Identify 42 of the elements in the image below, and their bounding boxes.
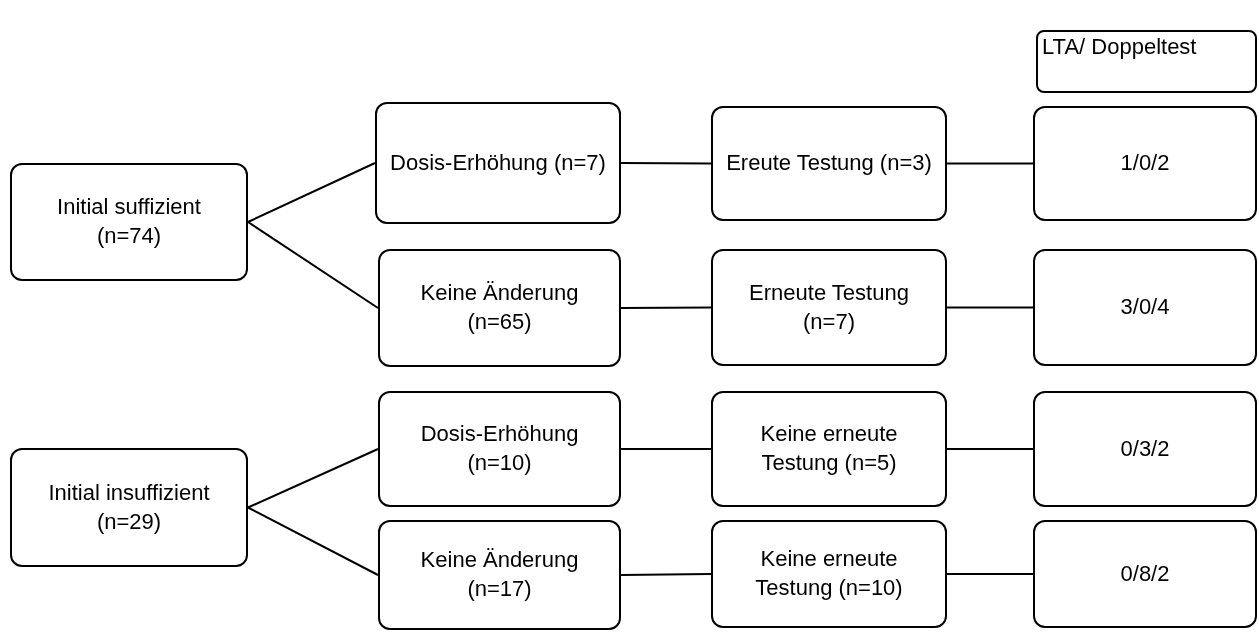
connector-line [247,162,376,223]
connector-line [247,221,379,309]
node-text: Dosis-Erhöhung (n=10) [419,420,580,477]
node-text: Keine erneute Testung (n=10) [754,545,904,602]
node-text: Initial suffizient (n=74) [56,193,202,250]
process-box [375,102,621,224]
process-box [10,163,248,281]
connector-line [620,306,712,309]
connector-line [247,506,379,576]
node-text: 1/0/2 [1120,149,1170,178]
node-text: Keine erneute Testung (n=5) [759,420,899,477]
node-text: 0/3/2 [1120,434,1170,463]
process-box [1033,249,1257,366]
process-box [711,249,947,366]
process-box [378,249,621,367]
node-text: LTA/ Doppeltest [1042,34,1197,60]
node-text: Erneute Testung (n=7) [748,278,910,336]
process-box [711,391,947,507]
node-text: 3/0/4 [1120,293,1170,322]
connector-line [620,573,712,576]
connector-line [247,448,379,509]
connector-line [620,162,712,165]
process-box [1033,106,1257,221]
process-box [10,448,248,567]
connector-line [946,573,1034,575]
process-box [1033,391,1257,507]
connector-line [946,162,1034,165]
process-box [378,520,621,630]
connector-line [620,448,712,450]
header-box [1036,30,1257,93]
connector-line [946,448,1034,450]
node-text: Initial insuffizient (n=29) [47,478,211,536]
node-text: 0/8/2 [1120,559,1170,588]
node-text: Keine Änderung (n=17) [419,546,580,603]
node-text: Ereute Testung (n=3) [726,149,932,178]
node-text: Dosis-Erhöhung (n=7) [390,148,606,177]
process-box [711,520,947,628]
process-box [711,106,947,221]
connector-line [946,306,1034,309]
process-box [378,391,621,507]
process-box [1033,520,1257,628]
node-text: Keine Änderung (n=65) [419,279,580,336]
